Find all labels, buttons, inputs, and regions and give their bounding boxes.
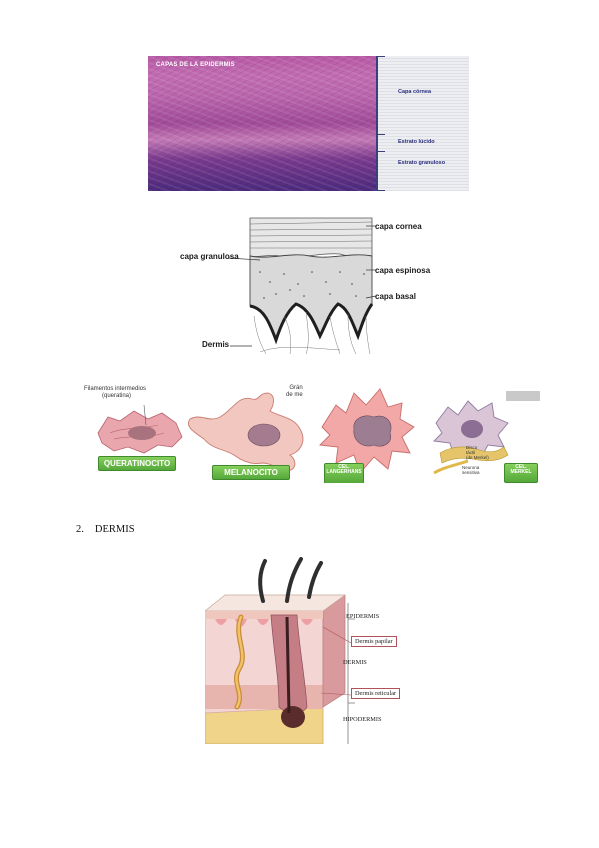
tag-melanocito: MELANOCITO [212, 465, 290, 480]
dermis-fibres [253, 311, 371, 355]
leader-lines [227, 225, 377, 347]
sweat-duct-inner [235, 615, 244, 709]
bracket-tick [377, 151, 385, 152]
cell-stipple [259, 271, 365, 299]
dermis-side [322, 594, 346, 708]
label-neurona-sensitiva: Neurona sensitiva [462, 465, 480, 476]
epidermis-front [205, 611, 323, 619]
merkel-nucleus [461, 420, 483, 438]
bracket-tick [377, 56, 385, 57]
epidermis-layers-micrograph: CAPAS DE LA EPIDERMIS Capa córnea Estrat… [148, 56, 469, 191]
hair-bulb [281, 706, 305, 728]
label-epidermis: EPIDERMIS [346, 613, 380, 620]
epidermal-cell-types: Filamentos intermedios (queratina) Grán … [84, 383, 540, 483]
leader-filamentos [143, 404, 147, 426]
label-capa-espinosa: capa espinosa [375, 266, 431, 275]
label-capa-granulosa: capa granulosa [180, 252, 239, 261]
dermis-diagram-svg [205, 557, 355, 744]
micrograph-title: CAPAS DE LA EPIDERMIS [156, 62, 235, 68]
epidermis-drawing-svg [227, 217, 377, 355]
layer-bracket [347, 603, 355, 744]
leader-lines [320, 626, 352, 696]
bracket-tick [377, 134, 385, 135]
dermis-diagram: EPIDERMIS Dermis papilar DERMIS Dermis r… [205, 557, 413, 744]
micrograph-image [148, 56, 377, 191]
label-estrato-lucido: Estrato lúcido [398, 139, 435, 145]
label-granulos-melanina: Grán de me [286, 385, 303, 398]
label-panel [377, 56, 469, 191]
cell-types-svg [97, 388, 540, 475]
sensory-neuron [433, 459, 469, 475]
tag-queratinocito: QUERATINOCITO [98, 456, 176, 471]
label-disco-tactil: Disco táctil (de Merkel) [466, 445, 489, 461]
label-dermis: DERMIS [343, 659, 367, 666]
horny-layer-lines [249, 221, 373, 249]
bracket-tick [377, 190, 385, 191]
melanocyte-cell [188, 392, 304, 472]
section-heading: 2. DERMIS [76, 524, 135, 535]
tag-langerhans: CEL. LANGERHANS [324, 463, 364, 483]
section-number: 2. [76, 524, 84, 535]
label-dermis-papilar: Dermis papilar [351, 636, 397, 647]
basal-layer [249, 302, 374, 345]
hair-shaft-root [285, 616, 291, 714]
melanocyte-nucleus [247, 423, 281, 447]
label-estrato-granuloso: Estrato granuloso [398, 160, 446, 166]
epidermis-top [205, 594, 347, 612]
label-capa-cornea: capa cornea [375, 222, 422, 231]
label-capa-cornea: Capa córnea [398, 89, 432, 95]
inset-image [506, 391, 540, 401]
label-hipodermis: HIPODERMIS [343, 716, 382, 723]
layer-bracket-line [376, 56, 378, 191]
hair-shafts [258, 557, 323, 603]
tag-merkel: CEL. MERKEL [504, 463, 538, 483]
keratinocyte-nucleus [128, 426, 156, 440]
epidermis-drawing: capa cornea capa granulosa capa espinosa… [180, 212, 432, 359]
label-dermis-reticular: Dermis reticular [351, 688, 401, 699]
label-filamentos-intermedios: Filamentos intermedios (queratina) [84, 386, 147, 399]
section-title: DERMIS [94, 524, 135, 535]
tactile-disc [439, 446, 509, 464]
langerhans-nucleus [353, 415, 392, 447]
label-capa-basal: capa basal [375, 292, 416, 301]
label-dermis: Dermis [202, 340, 230, 349]
